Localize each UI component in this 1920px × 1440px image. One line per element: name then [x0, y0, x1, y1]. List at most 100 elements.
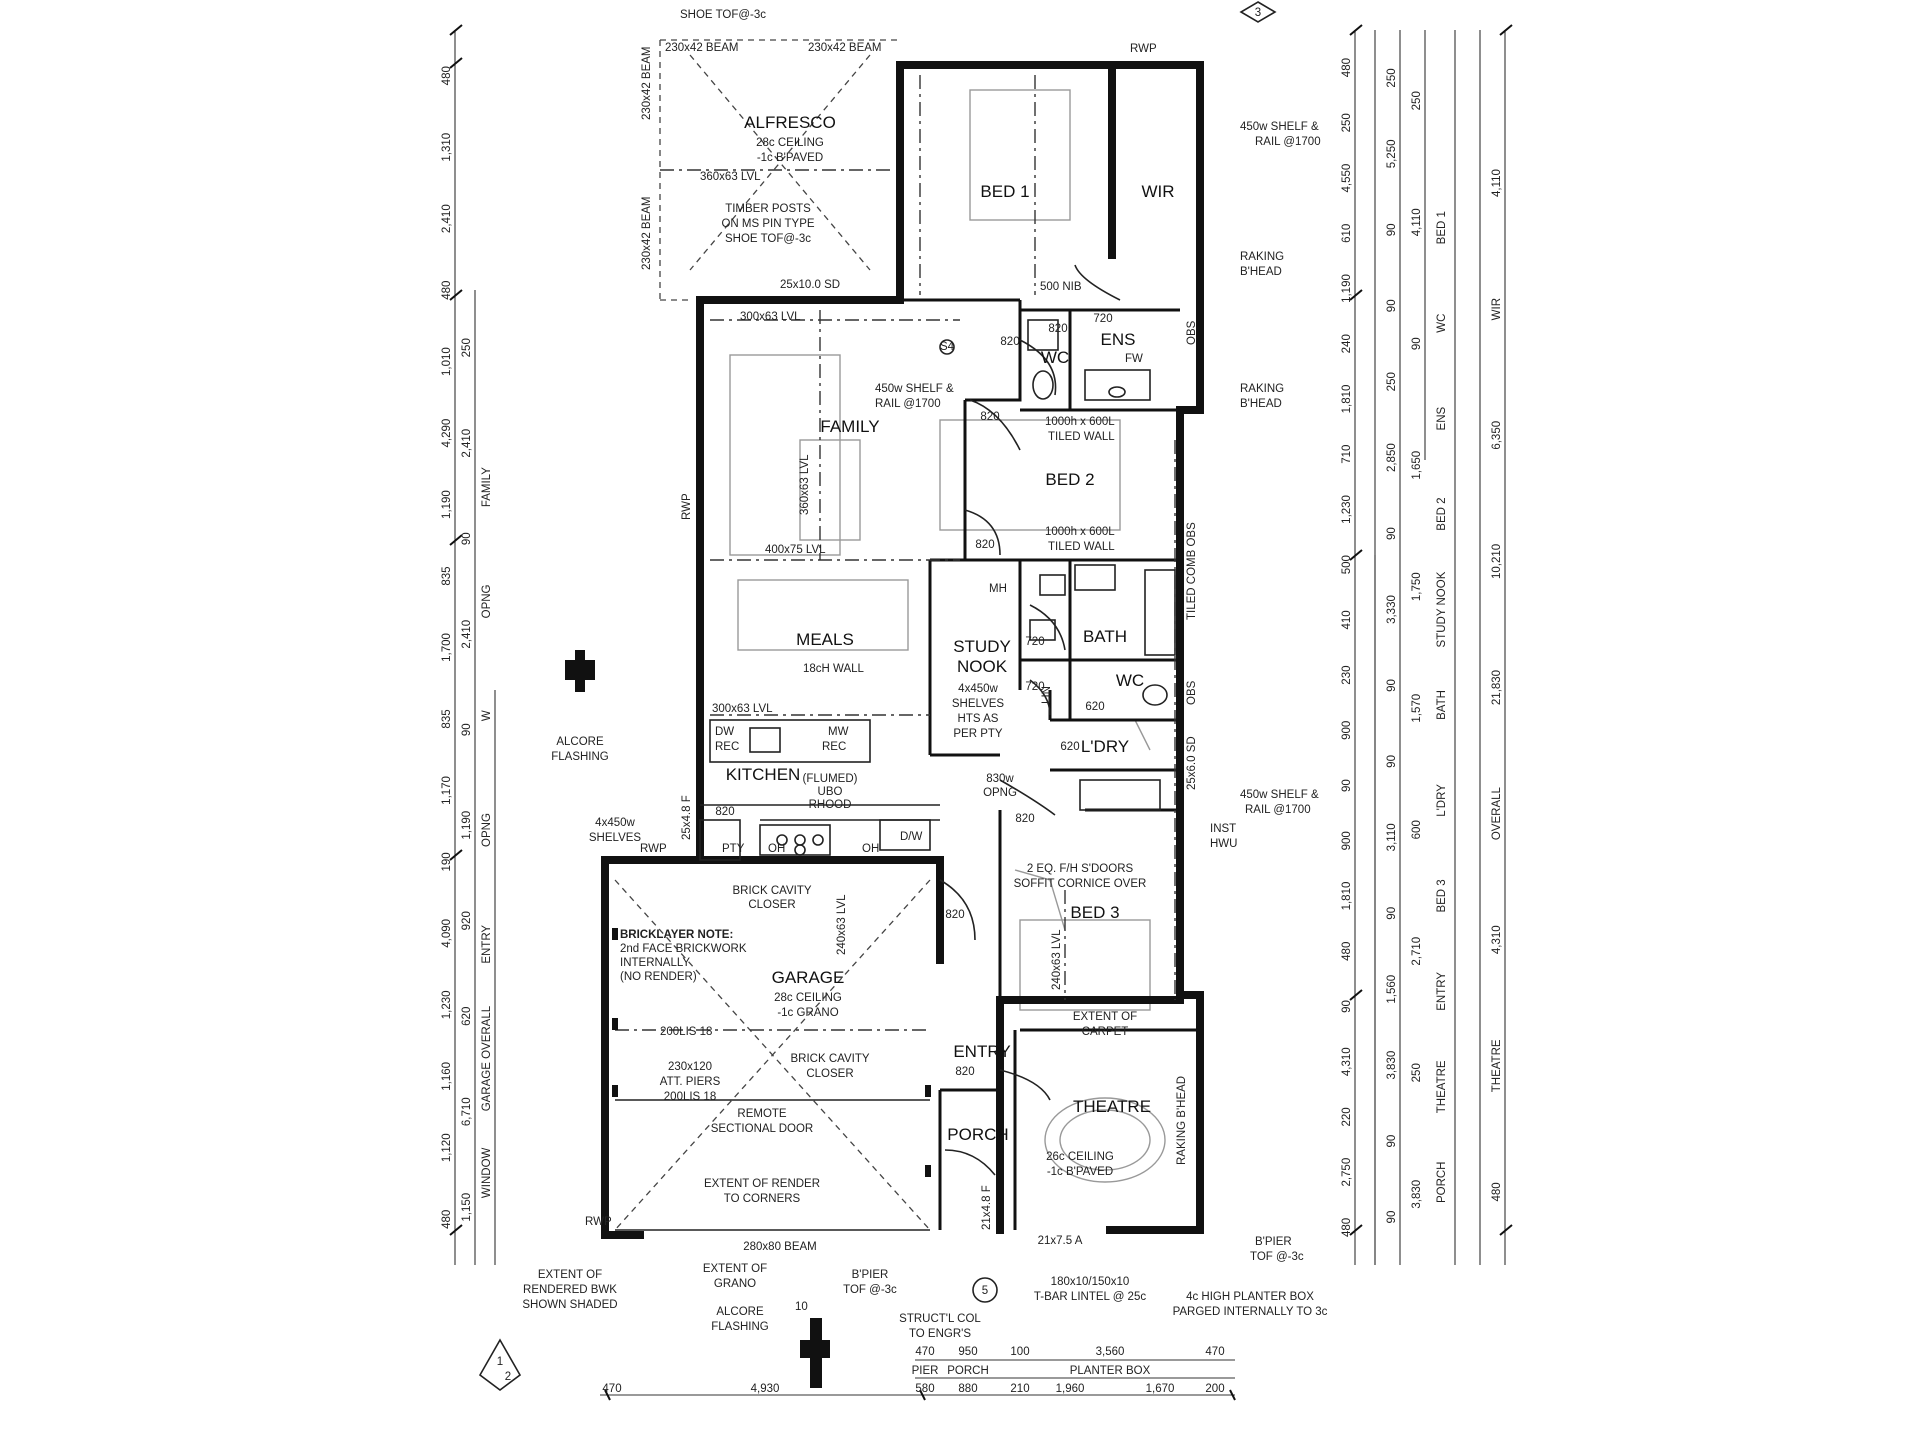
note-doors-1: 2 EQ. F/H S'DOORS — [1027, 863, 1134, 875]
note-rwp-top: RWP — [1130, 43, 1157, 55]
note-sd-25x6: 25x6.0 SD — [1186, 736, 1198, 790]
dimension-left-outer: 1,700 — [441, 633, 453, 662]
room-wc-bath: WC — [1116, 671, 1144, 690]
dimension-right-mid: 2,850 — [1386, 443, 1398, 472]
door-size: 620 — [1085, 701, 1104, 713]
note-render-1: EXTENT OF RENDER — [704, 1178, 820, 1190]
note-opng-2: OPNG — [983, 787, 1017, 799]
note-tiled-3: 1000h x 600L — [1045, 526, 1115, 538]
dimension-left-label: ENTRY — [481, 925, 493, 964]
room-bed2: BED 2 — [1045, 470, 1094, 489]
room-study-2: NOOK — [957, 657, 1008, 676]
note-lintel-2: T-BAR LINTEL @ 25c — [1034, 1291, 1146, 1303]
note-bricklayer-4: (NO RENDER) — [620, 971, 697, 983]
dimension-right-outer: 90 — [1341, 779, 1353, 792]
note-theatre-c-1: 26c CEILING — [1046, 1151, 1114, 1163]
room-bath: BATH — [1083, 627, 1127, 646]
note-beam-v1: 230x42 BEAM — [641, 46, 653, 120]
note-obs2: OBS — [1186, 680, 1198, 705]
dimension-right-label: BED 2 — [1436, 497, 1448, 530]
garage-lines — [612, 879, 931, 1231]
dimension-right-outer: 480 — [1341, 1218, 1353, 1237]
internal-walls — [700, 66, 1200, 1230]
dimension-right-inner: 3,830 — [1411, 1180, 1423, 1209]
garage-note-1: 28c CEILING — [774, 992, 842, 1004]
room-kitchen: KITCHEN — [726, 765, 801, 784]
note-shelves-study-4: PER PTY — [953, 728, 1003, 740]
dimension-right-label: ENS — [1436, 406, 1448, 430]
note-bricklayer-3: INTERNALLY — [620, 957, 690, 969]
note-nib: 500 NIB — [1040, 281, 1082, 293]
dimension-right-mid: 90 — [1386, 1211, 1398, 1224]
note-sd-25x4: 25x4.8 F — [681, 795, 693, 840]
dim-label: PORCH — [947, 1365, 989, 1377]
note-timber-2: ON MS PIN TYPE — [721, 218, 814, 230]
dimension-left-inner: 90 — [461, 532, 473, 545]
note-structl-1: STRUCT'L COL — [899, 1313, 981, 1325]
note-lintel-1: 180x10/150x10 — [1051, 1276, 1130, 1288]
note-opng-1: 830w — [986, 773, 1014, 785]
annotation-notes: SHOE TOF@-3c 230x42 BEAM 230x42 BEAM 230… — [522, 9, 1327, 1340]
dimension-right-mid: 5,250 — [1386, 140, 1398, 169]
dim-bottom: 470 — [1205, 1346, 1224, 1358]
right-dimensions: 4802504,5506101,1902401,8107101,23050041… — [1341, 58, 1503, 1237]
dimension-right-outer: 1,810 — [1341, 882, 1353, 911]
alfresco-note-1: 28c CEILING — [756, 137, 824, 149]
note-tiled-combi: TILED COMB OBS — [1186, 522, 1198, 620]
dimension-right-label: BED 1 — [1436, 211, 1448, 244]
note-tiled-4: TILED WALL — [1048, 541, 1115, 553]
dimension-right-inner: 1,750 — [1411, 572, 1423, 601]
door-size: 820 — [975, 539, 994, 551]
door-swings — [939, 264, 1121, 1176]
note-tiled-1: 1000h x 600L — [1045, 416, 1115, 428]
room-bed1: BED 1 — [980, 182, 1029, 201]
door-size: 720 — [1093, 313, 1112, 325]
dimension-left-outer: 4,090 — [441, 919, 453, 948]
dimension-left-label: OPNG — [481, 813, 493, 847]
dimension-right-extra: THEATRE — [1491, 1039, 1503, 1092]
door-size: 820 — [1048, 323, 1067, 335]
note-inst-1: INST — [1210, 823, 1236, 835]
dimension-left-outer: 835 — [441, 566, 453, 585]
room-bed3: BED 3 — [1070, 903, 1119, 922]
note-piers-1: 230x120 — [668, 1061, 712, 1073]
note-closer-1: BRICK CAVITY — [732, 885, 811, 897]
dimension-left-inner: 920 — [461, 911, 473, 930]
hidden-beams — [710, 75, 1176, 1000]
note-alcore-1: ALCORE — [556, 736, 604, 748]
note-render-2: TO CORNERS — [724, 1193, 801, 1205]
dimension-right-extra: 21,830 — [1491, 670, 1503, 705]
room-labels: ALFRESCO 28c CEILING -1c B'PAVED BED 1 W… — [726, 113, 1175, 1144]
dimension-right-mid: 1,560 — [1386, 975, 1398, 1004]
dim-label: PIER — [912, 1365, 939, 1377]
note-closer-2: CLOSER — [748, 899, 795, 911]
note-pier-3: B'PIER — [852, 1269, 889, 1281]
note-lvl-300-family: 300x63 LVL — [740, 311, 801, 323]
note-oh: OH — [768, 843, 785, 855]
note-raking-2: B'HEAD — [1240, 266, 1282, 278]
note-raking-1: RAKING — [1240, 251, 1284, 263]
note-lvl-240b: 240x63 LVL — [836, 894, 848, 955]
note-dw: DW — [715, 726, 734, 738]
note-obs: OBS — [1186, 320, 1198, 345]
room-ldry: L'DRY — [1081, 737, 1129, 756]
dimension-left-inner: 1,190 — [461, 811, 473, 840]
note-beam-b: 230x42 BEAM — [808, 42, 882, 54]
dimension-right-label: ENTRY — [1436, 972, 1448, 1011]
note-flumed-3: RHOOD — [809, 799, 852, 811]
note-pier-2: TOF @-3c — [1250, 1251, 1304, 1263]
note-remote-2: SECTIONAL DOOR — [711, 1123, 813, 1135]
note-theatre-c-2: -1c B'PAVED — [1047, 1166, 1113, 1178]
dimension-right-outer: 900 — [1341, 721, 1353, 740]
note-lvl-400: 400x75 LVL — [765, 544, 826, 556]
note-sd-21x4: 21x4.8 F — [981, 1185, 993, 1230]
note-lvl-240: 240x63 LVL — [1051, 929, 1063, 990]
note-shelf-family-2: RAIL @1700 — [875, 398, 941, 410]
dimension-right-label: STUDY NOOK — [1436, 571, 1448, 647]
dimension-right-mid: 90 — [1386, 299, 1398, 312]
dimension-right-inner: 1,650 — [1411, 451, 1423, 480]
room-theatre: THEATRE — [1073, 1097, 1151, 1116]
door-size: 620 — [1060, 741, 1079, 753]
door-size: 720 — [1025, 681, 1044, 693]
